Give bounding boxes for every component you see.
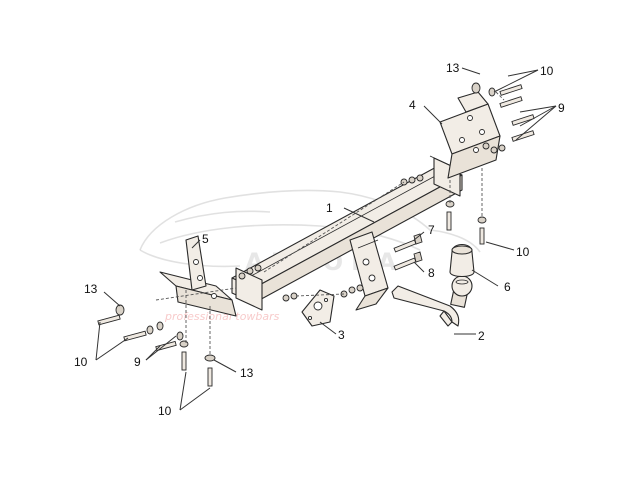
callout-7: 7 [428, 223, 435, 237]
callout-9-left: 9 [134, 355, 141, 369]
part-8-bolt [393, 251, 423, 271]
callout-10-left: 10 [74, 355, 88, 369]
part-5-left-bracket [159, 235, 237, 317]
right-fasteners [445, 82, 535, 245]
callout-6: 6 [504, 280, 511, 294]
callout-10-top: 10 [540, 64, 554, 78]
assembly-lines [155, 91, 505, 356]
callout-13-left: 13 [84, 282, 98, 296]
part-7-bolt [393, 233, 423, 253]
callout-13-top: 13 [446, 61, 460, 75]
callout-3: 3 [338, 328, 345, 342]
beam-fasteners [238, 174, 424, 302]
callout-5: 5 [202, 232, 209, 246]
part-3-socket-plate [301, 289, 335, 327]
center-bracket [349, 231, 389, 311]
callout-2: 2 [478, 329, 485, 343]
callout-1: 1 [326, 201, 333, 215]
part-6-ball-cover [449, 243, 475, 278]
callout-10-right: 10 [516, 245, 530, 259]
part-2-tow-ball-neck [391, 275, 473, 327]
callout-10-bottom: 10 [158, 404, 172, 418]
callout-8: 8 [428, 266, 435, 280]
callouts: 1 2 3 4 5 6 7 8 9 9 10 10 10 10 13 13 13 [74, 61, 565, 418]
leader-lines [95, 67, 557, 411]
callout-9-right: 9 [558, 101, 565, 115]
watermark-car-logo [139, 189, 481, 268]
callout-13-bottom: 13 [240, 366, 254, 380]
callout-4: 4 [409, 98, 416, 112]
watermark-subtext: professional towbars [164, 310, 280, 323]
